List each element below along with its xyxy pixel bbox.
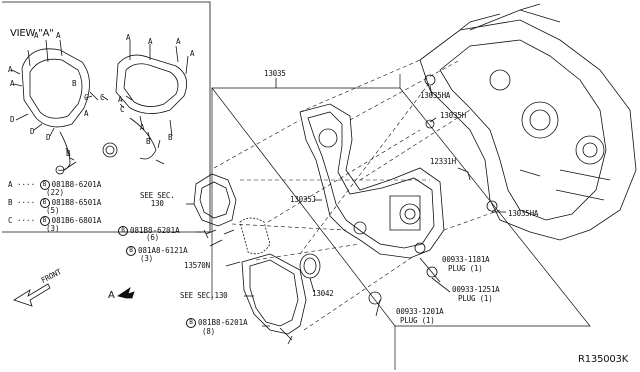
small-cover [193, 173, 237, 227]
callout-13035j: 13035J [290, 195, 316, 204]
marker-a: A [34, 31, 39, 40]
marker-a: A [148, 37, 153, 46]
marker-a: A [118, 95, 123, 104]
legend-qty-a: (22) [46, 188, 65, 197]
circle-b-label: B [66, 149, 71, 158]
callout-13035: 13035 [264, 69, 286, 78]
view-a-title: VIEW "A" [10, 28, 54, 39]
marker-a: A [56, 31, 61, 40]
callout-see-sec-130-b: SEE SEC.130 [180, 291, 228, 300]
callout-12331h: 12331H [430, 157, 456, 166]
engine-block [419, 19, 637, 241]
callout-13042: 13042 [312, 289, 334, 298]
marker-b: B [72, 79, 77, 88]
circle-b-icon: B [126, 246, 136, 256]
marker-c: C [120, 105, 125, 114]
callout-13035ha-bottom: 13035HA [508, 209, 539, 218]
callout-bolt-6121a-qty: (3) [140, 254, 153, 263]
marker-a: A [8, 65, 13, 74]
marker-d: D [30, 127, 35, 136]
drawing-id: R135003K [578, 354, 629, 365]
gasket-13570n [239, 217, 271, 255]
marker-c: C [100, 93, 105, 102]
view-a-right-gasket [115, 54, 188, 114]
o-ring-mid [425, 119, 435, 129]
callout-bolt-6201a-8-qty: (8) [202, 327, 215, 336]
callout-bolt-6201a-6-qty: (6) [146, 233, 159, 242]
callout-13035ha-top: 13035HA [420, 91, 451, 100]
exploded-outline [211, 87, 591, 327]
view-a-arrow [117, 287, 135, 299]
o-ring-top [424, 74, 436, 86]
callout-plug-1181a-qty: PLUG (1) [448, 264, 483, 273]
circle-b-icon: B [118, 226, 128, 236]
marker-a: A [126, 33, 131, 42]
bolt-a [203, 229, 217, 239]
circle-b-icon: B [39, 198, 50, 208]
marker-d: D [10, 115, 15, 124]
callout-plug-1251a: 00933-1251A [452, 285, 500, 294]
circle-b-icon: B [39, 216, 50, 226]
lower-front-cover [241, 253, 307, 335]
view-a-marker: A [108, 290, 115, 301]
callout-13035h: 13035H [440, 111, 466, 120]
callout-13570n: 13570N [184, 261, 210, 270]
callout-plug-1201a-qty: PLUG (1) [400, 316, 435, 325]
legend-qty-b: (5) [46, 206, 60, 215]
bolt-b [223, 229, 235, 235]
circle-b-icon: B [39, 180, 50, 190]
marker-a: A [10, 79, 15, 88]
circle-b-icon: B [186, 318, 196, 328]
front-timing-cover [299, 103, 445, 259]
callout-plug-1181a: 00933-1181A [442, 255, 490, 264]
callout-plug-1251a-qty: PLUG (1) [458, 294, 493, 303]
o-ring-bottom [486, 200, 498, 212]
marker-a: A [84, 109, 89, 118]
front-arrow [13, 283, 51, 307]
marker-a: A [176, 37, 181, 46]
marker-a: B [146, 137, 151, 146]
callout-see-sec-130-a: SEE SEC. 130 [140, 191, 175, 208]
marker-a: A [190, 49, 195, 58]
marker-a: A [140, 123, 145, 132]
marker-c: C [84, 93, 89, 102]
view-a-frame [2, 1, 211, 233]
view-a-left-gasket [21, 48, 90, 128]
callout-plug-1201a: 00933-1201A [396, 307, 444, 316]
marker-d: B [168, 133, 173, 142]
marker-d: D [46, 133, 51, 142]
legend-qty-c: (3) [46, 224, 60, 233]
